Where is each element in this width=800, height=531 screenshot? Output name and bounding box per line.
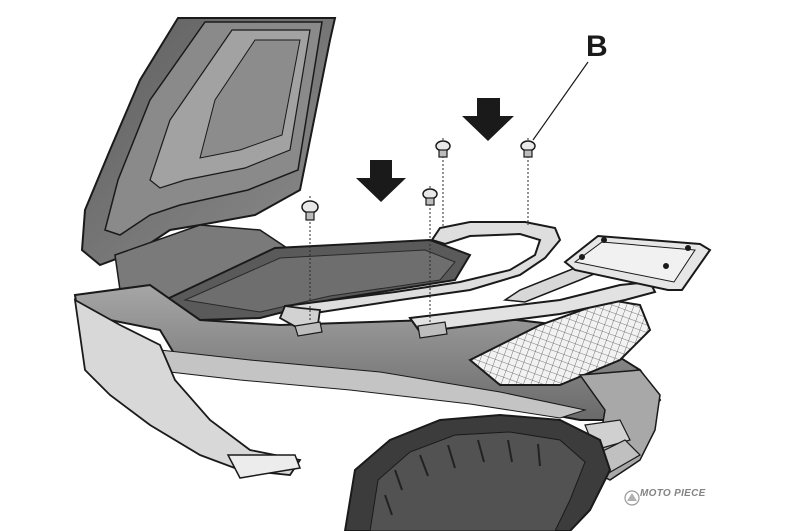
- callout-leader-line: [532, 61, 589, 141]
- down-arrow-icon: [462, 98, 514, 141]
- bolt-icon: [435, 140, 451, 158]
- open-seat: [80, 17, 337, 267]
- callout-label-b: B: [586, 30, 608, 63]
- rear-carrier-rack: [278, 221, 712, 339]
- watermark: MOTO PIECE: [640, 488, 706, 499]
- watermark-text: MOTO PIECE: [640, 488, 706, 499]
- rear-tire: [343, 413, 612, 531]
- bolt-icon: [301, 200, 319, 221]
- bolt-3: [435, 140, 451, 158]
- storage-compartment: [162, 238, 472, 322]
- bolt-1: [301, 200, 319, 221]
- watermark-logo-icon: [624, 490, 640, 506]
- down-arrow-icon: [356, 160, 406, 202]
- bolt-icon: [422, 188, 438, 206]
- bolt-2: [422, 188, 438, 206]
- bolt-icon: [520, 140, 536, 158]
- tail-light-mesh: [468, 298, 652, 386]
- rear-body-panel: [73, 283, 662, 479]
- bolt-4: [520, 140, 536, 158]
